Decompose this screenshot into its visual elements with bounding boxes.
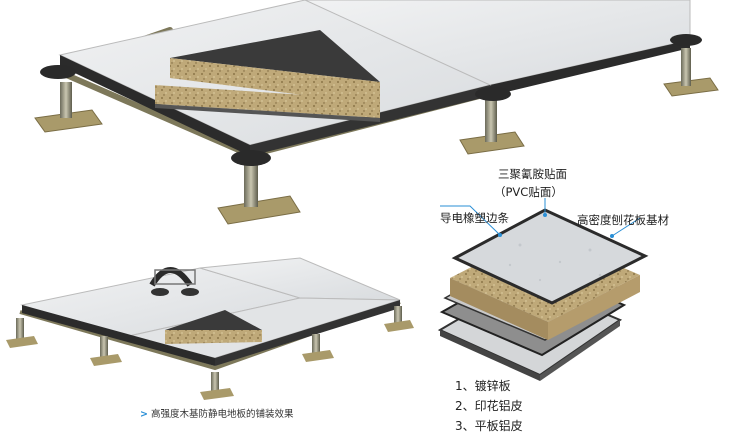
large-floor-illustration	[34, 0, 719, 225]
label-edge-strip: 导电橡塑边条	[440, 211, 509, 225]
caption-marker: >	[140, 409, 148, 420]
layer-item-num: 3、	[455, 419, 475, 433]
layer-item-num: 1、	[455, 379, 475, 393]
cutaway-wedge-top	[170, 30, 380, 82]
pedestal-front	[217, 150, 301, 225]
layer-top-laminate	[451, 208, 649, 305]
small-pedestals	[6, 306, 414, 400]
leader-lines	[440, 198, 641, 237]
cutaway-core-face	[170, 58, 380, 105]
panel-suction-lifter	[149, 267, 199, 296]
caption: >高强度木基防静电地板的铺装效果	[140, 406, 293, 420]
label-top-laminate-1: 三聚氰胺贴面	[498, 167, 567, 181]
pedestal-right	[663, 34, 719, 97]
layer-item-3: 3、平板铝皮	[455, 417, 523, 434]
caption-text: 高强度木基防静电地板的铺装效果	[150, 409, 294, 420]
layer-item-name: 印花铝皮	[474, 399, 523, 413]
layer-diagram	[437, 198, 649, 381]
layer-item-name: 平板铝皮	[474, 419, 523, 433]
small-floor-illustration	[6, 257, 414, 400]
pedestal-middle	[459, 87, 525, 155]
layer-item-1: 1、镀锌板	[455, 377, 511, 394]
layer-item-num: 2、	[455, 399, 475, 413]
layer-item-name: 镀锌板	[474, 379, 511, 393]
pedestal-left	[34, 65, 103, 133]
layer-item-2: 2、印花铝皮	[455, 397, 523, 414]
label-core-board: 高密度刨花板基材	[577, 213, 669, 227]
label-top-laminate-2: （PVC贴面）	[494, 185, 563, 199]
